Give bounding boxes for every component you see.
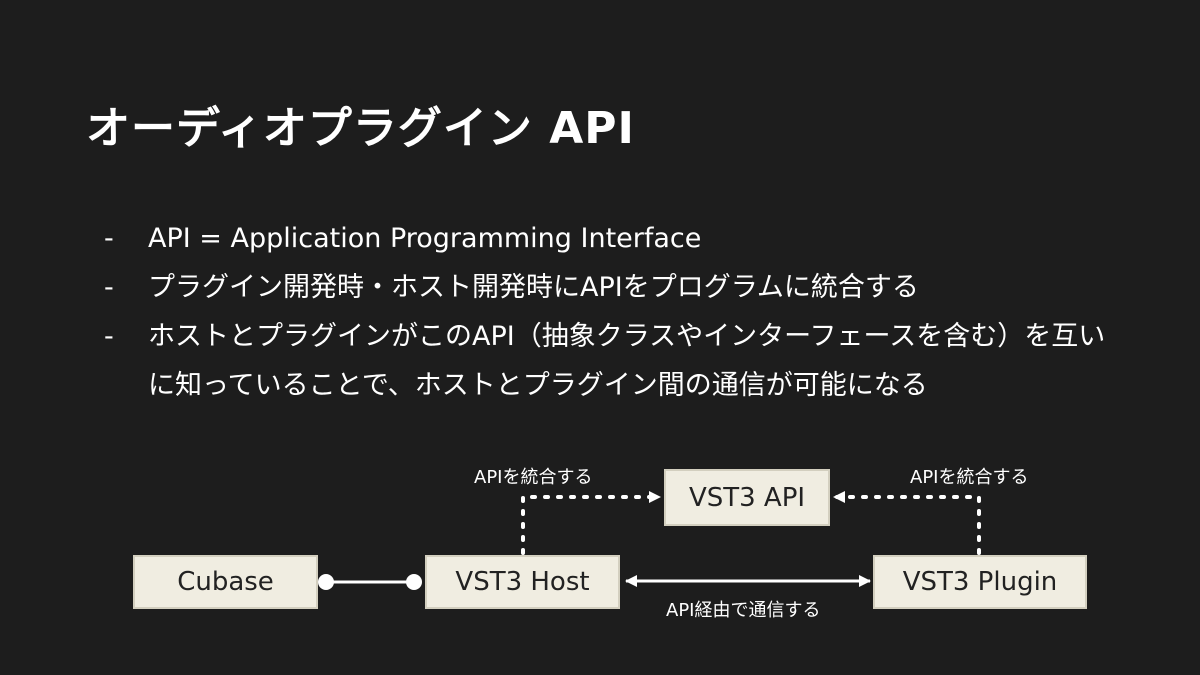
- bullet-dash: -: [104, 272, 114, 303]
- vst3-plugin-node: VST3 Plugin: [873, 555, 1087, 609]
- host-plugin-label: API経由で通信する: [666, 600, 821, 621]
- bullet-dash: -: [104, 223, 114, 254]
- host-link-dot: [406, 574, 422, 590]
- bullet-dash: -: [104, 321, 114, 352]
- bullet-list: - API = Application Programming Interfac…: [104, 214, 1114, 410]
- bullet-text: プラグイン開発時・ホスト開発時にAPIをプログラムに統合する: [148, 272, 919, 303]
- vst3-api-node: VST3 API: [664, 469, 830, 526]
- plugin-api-connector: [832, 491, 981, 555]
- bullet-text: ホストとプラグインがこのAPI（抽象クラスやインターフェースを含む）を互いに知っ…: [148, 321, 1106, 401]
- plugin-api-label: APIを統合する: [910, 467, 1029, 488]
- vst3-host-node: VST3 Host: [425, 555, 620, 609]
- bullet-item: - プラグイン開発時・ホスト開発時にAPIをプログラムに統合する: [104, 263, 1114, 312]
- host-api-label: APIを統合する: [474, 467, 593, 488]
- bullet-item: - API = Application Programming Interfac…: [104, 214, 1114, 263]
- host-api-connector: [521, 491, 662, 555]
- bullet-text: API = Application Programming Interface: [148, 223, 702, 254]
- bullet-item: - ホストとプラグインがこのAPI（抽象クラスやインターフェースを含む）を互いに…: [104, 312, 1114, 410]
- cubase-link-dot: [318, 574, 334, 590]
- cubase-node: Cubase: [133, 555, 318, 609]
- slide-title: オーディオプラグイン API: [86, 103, 635, 154]
